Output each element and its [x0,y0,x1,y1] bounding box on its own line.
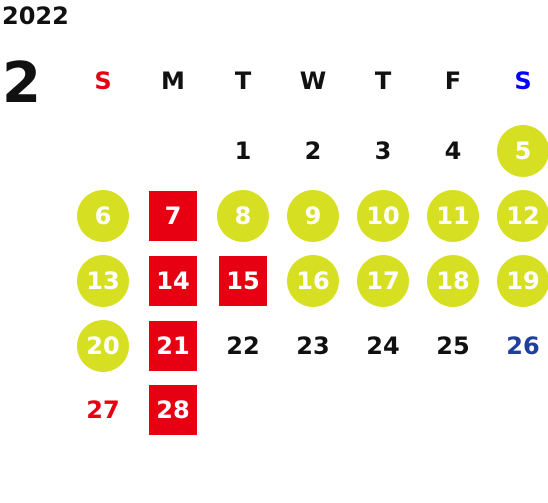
day-cell-11[interactable]: 11 [427,190,479,242]
day-cell-1[interactable]: 1 [234,137,252,165]
day-cell-4[interactable]: 4 [444,137,462,165]
day-cell-17[interactable]: 17 [357,255,409,307]
day-cell-15[interactable]: 15 [219,256,267,306]
weekday-header-1: M [161,67,185,95]
day-cell-18[interactable]: 18 [427,255,479,307]
day-cell-21[interactable]: 21 [149,321,197,371]
weekday-header-5: F [444,67,462,95]
day-cell-2[interactable]: 2 [304,137,322,165]
day-cell-25[interactable]: 25 [436,332,470,360]
day-cell-20[interactable]: 20 [77,320,129,372]
day-cell-26[interactable]: 26 [506,332,540,360]
year-label: 2022 [2,2,69,30]
weekday-header-4: T [374,67,392,95]
day-cell-3[interactable]: 3 [374,137,392,165]
day-cell-6[interactable]: 6 [77,190,129,242]
day-cell-23[interactable]: 23 [296,332,330,360]
day-cell-19[interactable]: 19 [497,255,548,307]
month-label: 2 [2,51,41,116]
day-cell-8[interactable]: 8 [217,190,269,242]
weekday-header-0: S [94,67,112,95]
day-cell-5[interactable]: 5 [497,125,548,177]
weekday-header-2: T [234,67,252,95]
day-cell-24[interactable]: 24 [366,332,400,360]
day-cell-27[interactable]: 27 [86,396,120,424]
weekday-header-6: S [514,67,532,95]
day-cell-22[interactable]: 22 [226,332,260,360]
day-cell-9[interactable]: 9 [287,190,339,242]
day-cell-10[interactable]: 10 [357,190,409,242]
day-cell-12[interactable]: 12 [497,190,548,242]
day-cell-28[interactable]: 28 [149,385,197,435]
weekday-header-3: W [299,67,327,95]
day-cell-16[interactable]: 16 [287,255,339,307]
day-cell-14[interactable]: 14 [149,256,197,306]
day-cell-7[interactable]: 7 [149,191,197,241]
day-cell-13[interactable]: 13 [77,255,129,307]
